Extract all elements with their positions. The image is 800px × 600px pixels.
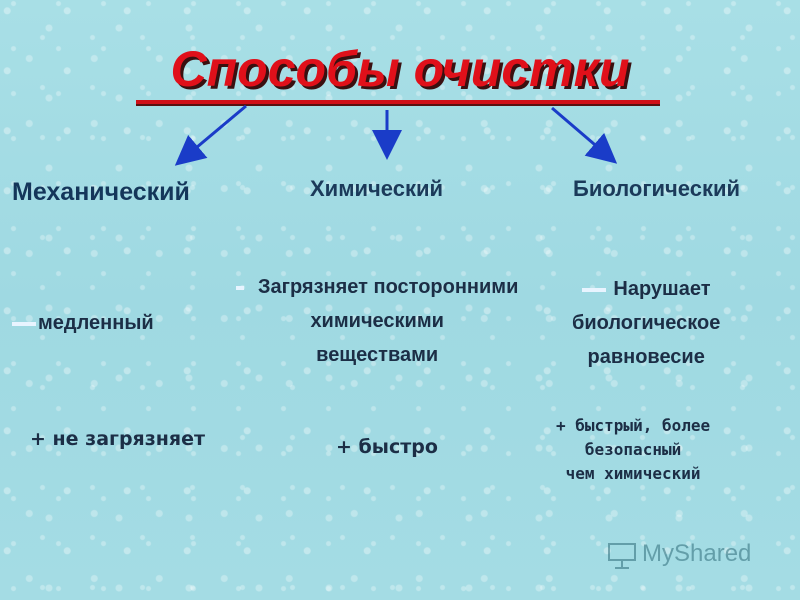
- biological-plus-line2: безопасный: [584, 440, 682, 459]
- biological-minus-line2: биологическое: [572, 312, 721, 334]
- chemical-minus: Загрязняет посторонними химическими веще…: [236, 270, 518, 372]
- minus-dash: [581, 287, 606, 292]
- chemical-minus-line2: химическими: [310, 310, 444, 332]
- biological-minus-line3: равновесие: [587, 346, 705, 368]
- minus-dash: [12, 321, 36, 326]
- mechanical-plus: + не загрязняет: [30, 428, 206, 450]
- biological-plus-line1: + быстрый, более: [556, 416, 711, 435]
- biological-minus-line1: Нарушает: [613, 278, 711, 300]
- arrow-right: [551, 106, 618, 164]
- chemical-minus-line3: веществами: [316, 344, 439, 366]
- arrow-left: [174, 104, 247, 166]
- mechanical-minus-text: медленный: [38, 312, 154, 334]
- biological-plus-line3: чем химический: [565, 464, 701, 483]
- mechanical-heading: Механический: [12, 178, 190, 206]
- chemical-plus: + быстро: [336, 436, 438, 458]
- page-title: Способы очистки: [170, 41, 630, 97]
- mechanical-minus: медленный: [12, 312, 154, 335]
- presentation-icon: [608, 543, 636, 569]
- chemical-heading: Химический: [310, 176, 444, 201]
- title-underline: [136, 100, 660, 104]
- biological-heading: Биологический: [573, 176, 741, 201]
- minus-dash: [236, 285, 244, 290]
- biological-minus: Нарушает биологическое равновесие: [572, 272, 720, 374]
- chemical-minus-line1: Загрязняет посторонними: [258, 276, 519, 298]
- biological-plus: + быстрый, более безопасный чем химическ…: [556, 414, 710, 486]
- watermark-text: MyShared: [642, 540, 752, 567]
